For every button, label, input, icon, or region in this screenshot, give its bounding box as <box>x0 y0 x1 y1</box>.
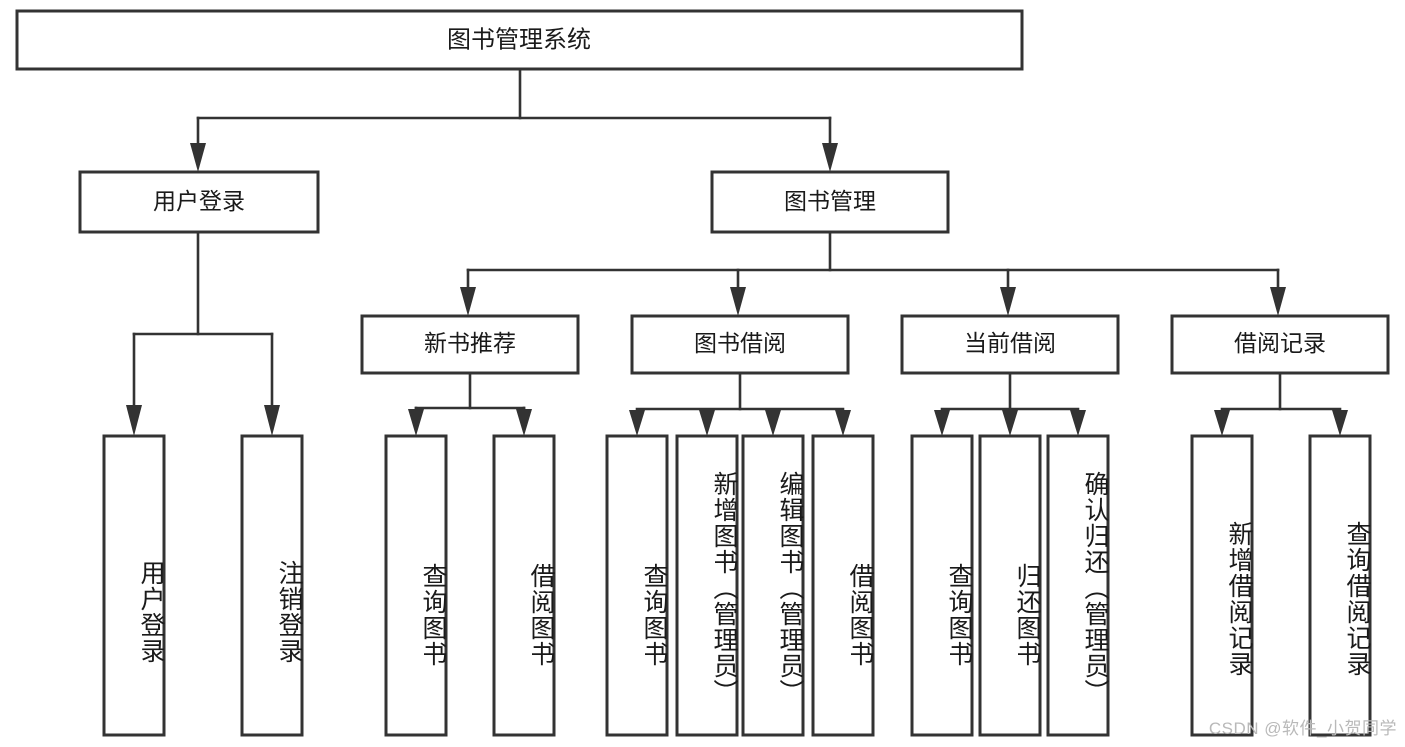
arrow-current-leaf3-icon <box>1070 410 1086 436</box>
arrow-current-leaf1-icon <box>934 410 950 436</box>
arrow-root-to-userlogin-icon <box>190 143 206 172</box>
arrow-bookmgmt-child1-icon <box>460 287 476 316</box>
arrow-borrow-leaf2-icon <box>699 410 715 436</box>
arrow-bookmgmt-child4-icon <box>1270 287 1286 316</box>
edges-layer <box>126 68 1348 436</box>
node-leaf-bb-add-box[interactable] <box>675 434 739 737</box>
node-book-borrow-box[interactable] <box>630 314 850 375</box>
nodes-layer: 图书管理系统 用户登录 图书管理 新书推荐 图书借阅 当前借阅 借阅记录 <box>15 9 1390 737</box>
watermark-text: CSDN @软件_小贺同学 <box>1208 719 1397 738</box>
node-leaf-cb-return-box[interactable] <box>978 434 1042 737</box>
arrow-current-leaf2-icon <box>1002 410 1018 436</box>
node-leaf-cb-query-box[interactable] <box>910 434 974 737</box>
node-leaf-bb-borrow-box[interactable] <box>811 434 875 737</box>
arrow-userlogin-leaf1-icon <box>126 405 142 436</box>
arrow-borrow-leaf3-icon <box>765 410 781 436</box>
arrow-borrow-leaf4-icon <box>835 410 851 436</box>
node-new-book-recommend-box[interactable] <box>360 314 580 375</box>
node-book-borrow-label: 图书借阅 <box>694 330 786 356</box>
arrow-newbook-leaf2-icon <box>516 409 532 436</box>
arrow-bookmgmt-child3-icon <box>1000 287 1016 316</box>
node-root-label: 图书管理系统 <box>447 26 591 53</box>
node-leaf-nb-borrow-box[interactable] <box>492 434 556 737</box>
node-leaf-logout-box[interactable] <box>240 434 304 737</box>
node-user-login-box[interactable] <box>78 170 320 234</box>
node-leaf-br-add-box[interactable] <box>1190 434 1254 737</box>
arrow-bookmgmt-child2-icon <box>730 287 746 316</box>
node-leaf-bb-query-box[interactable] <box>605 434 669 737</box>
arrow-userlogin-leaf2-icon <box>264 405 280 436</box>
node-book-management-label: 图书管理 <box>784 188 876 214</box>
arrow-root-to-bookmgmt-icon <box>822 143 838 172</box>
node-leaf-bb-edit-box[interactable] <box>741 434 805 737</box>
arrow-record-leaf1-icon <box>1214 410 1230 436</box>
arrow-record-leaf2-icon <box>1332 410 1348 436</box>
node-user-login-label: 用户登录 <box>153 188 245 214</box>
node-leaf-user-login-box[interactable] <box>102 434 166 737</box>
node-new-book-recommend-label: 新书推荐 <box>424 330 516 356</box>
node-leaf-br-query-box[interactable] <box>1308 434 1372 737</box>
node-root-box[interactable] <box>15 9 1024 71</box>
arrow-borrow-leaf1-icon <box>629 410 645 436</box>
arrow-newbook-leaf1-icon <box>408 409 424 436</box>
node-current-borrow-label: 当前借阅 <box>964 330 1056 356</box>
node-leaf-cb-confirm-box[interactable] <box>1046 434 1110 737</box>
node-borrow-record-box[interactable] <box>1170 314 1390 375</box>
node-borrow-record-label: 借阅记录 <box>1234 330 1326 356</box>
node-book-management-box[interactable] <box>710 170 950 234</box>
node-current-borrow-box[interactable] <box>900 314 1120 375</box>
node-leaf-nb-query-box[interactable] <box>384 434 448 737</box>
